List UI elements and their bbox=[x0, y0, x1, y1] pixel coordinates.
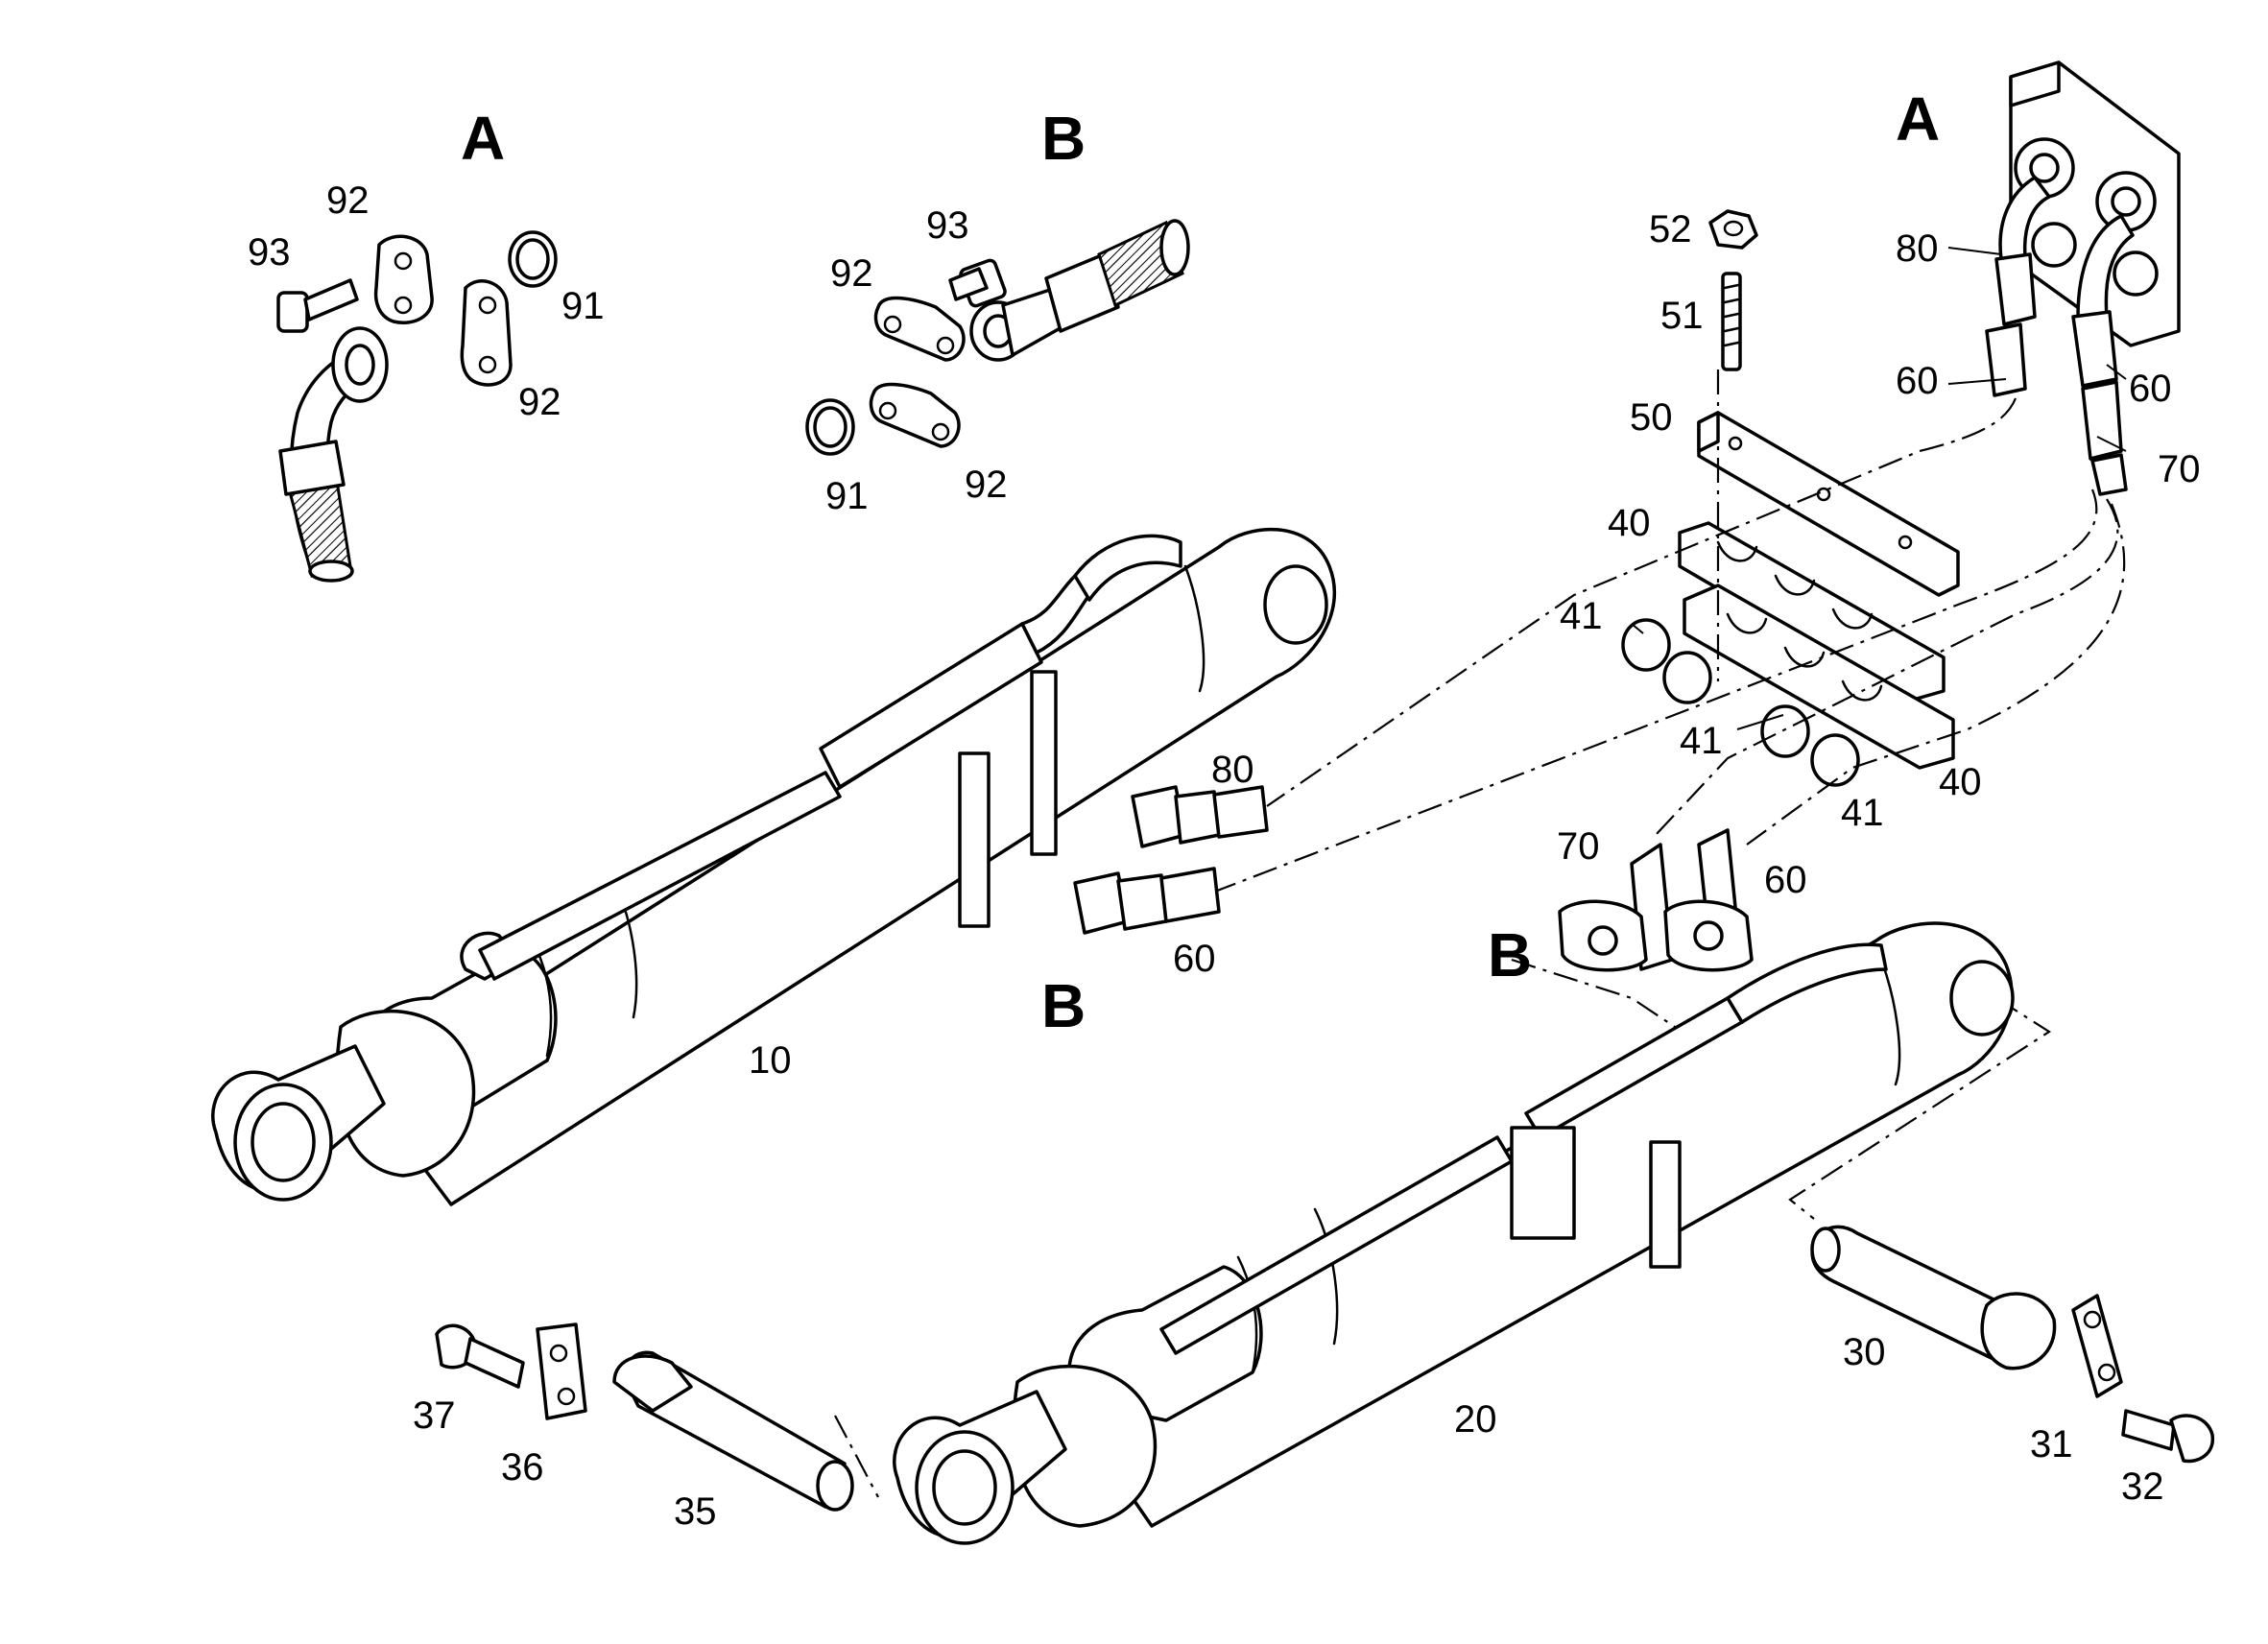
label-50: 50 bbox=[1630, 396, 1673, 439]
label-40: 40 bbox=[1608, 502, 1651, 544]
label-91: 91 bbox=[825, 475, 869, 517]
o-ring-91-b bbox=[805, 398, 855, 456]
stud-51 bbox=[1721, 272, 1742, 371]
label-70: 70 bbox=[1557, 825, 1600, 868]
label-92: 92 bbox=[326, 179, 370, 222]
bolt-93-left bbox=[276, 278, 359, 333]
label-30: 30 bbox=[1843, 1331, 1886, 1373]
label-32: 32 bbox=[2121, 1465, 2164, 1508]
clamp-block-40-top bbox=[1678, 521, 1946, 703]
split-flange-92-left-top bbox=[373, 234, 434, 324]
label-60: 60 bbox=[1896, 360, 1939, 402]
label-60: 60 bbox=[1764, 859, 1807, 901]
pin-35 bbox=[612, 1350, 854, 1512]
clamp-36 bbox=[536, 1322, 587, 1420]
split-flange-92-left-bottom bbox=[460, 279, 513, 387]
label-60: 60 bbox=[2129, 368, 2172, 410]
bolt-37 bbox=[435, 1323, 525, 1389]
detail-label-b-top: B bbox=[1041, 104, 1086, 173]
label-60: 60 bbox=[1173, 938, 1216, 980]
label-93: 93 bbox=[926, 204, 969, 247]
detail-label-b-cyl20: B bbox=[1488, 920, 1532, 989]
label-93: 93 bbox=[248, 231, 291, 274]
grommets-41 bbox=[1621, 618, 1860, 787]
o-ring-91-left bbox=[508, 230, 558, 288]
hydraulic-cylinder-10 bbox=[211, 527, 1336, 1206]
pin-30 bbox=[1810, 1225, 2057, 1370]
label-80: 80 bbox=[1896, 227, 1939, 270]
bolt-32 bbox=[2121, 1409, 2214, 1464]
detail-label-a-right: A bbox=[1896, 84, 1940, 154]
label-51: 51 bbox=[1660, 295, 1704, 337]
label-92: 92 bbox=[518, 381, 561, 423]
label-40: 40 bbox=[1939, 761, 1982, 803]
label-36: 36 bbox=[501, 1446, 544, 1489]
detail-b-hose-end bbox=[969, 219, 1190, 362]
leader-lines bbox=[1631, 247, 2127, 730]
label-35: 35 bbox=[674, 1490, 717, 1533]
hose-80-right bbox=[1985, 176, 2135, 496]
hose-70-60-b bbox=[1558, 828, 1754, 972]
detail-a-hose-end bbox=[278, 326, 389, 583]
label-52: 52 bbox=[1649, 208, 1692, 250]
label-80: 80 bbox=[1211, 749, 1254, 791]
label-37: 37 bbox=[413, 1394, 456, 1437]
label-92: 92 bbox=[965, 464, 1008, 506]
manifold-block-a bbox=[2009, 60, 2181, 347]
detail-label-a-left: A bbox=[461, 104, 505, 173]
split-flange-92-b-bottom bbox=[869, 382, 961, 448]
nut-52 bbox=[1708, 209, 1758, 250]
label-70: 70 bbox=[2158, 448, 2201, 490]
label-41: 41 bbox=[1841, 792, 1884, 834]
assembly-lines bbox=[834, 369, 2126, 1498]
hydraulic-cylinder-20 bbox=[893, 921, 2015, 1545]
label-91: 91 bbox=[561, 285, 605, 327]
label-41: 41 bbox=[1560, 595, 1603, 637]
label-10: 10 bbox=[749, 1039, 792, 1082]
label-31: 31 bbox=[2030, 1423, 2073, 1465]
cylinder-10-fittings bbox=[1073, 785, 1269, 935]
part-labels: A B A B B 93 92 91 92 93 92 91 92 52 51 … bbox=[248, 84, 2201, 1533]
bolt-93-b bbox=[948, 258, 1007, 308]
split-flange-92-b-top bbox=[873, 296, 966, 362]
label-41: 41 bbox=[1680, 720, 1723, 762]
label-20: 20 bbox=[1454, 1398, 1497, 1441]
detail-label-b-cyl10: B bbox=[1041, 971, 1086, 1040]
lock-plate-31 bbox=[2071, 1294, 2123, 1398]
label-92: 92 bbox=[830, 252, 873, 295]
